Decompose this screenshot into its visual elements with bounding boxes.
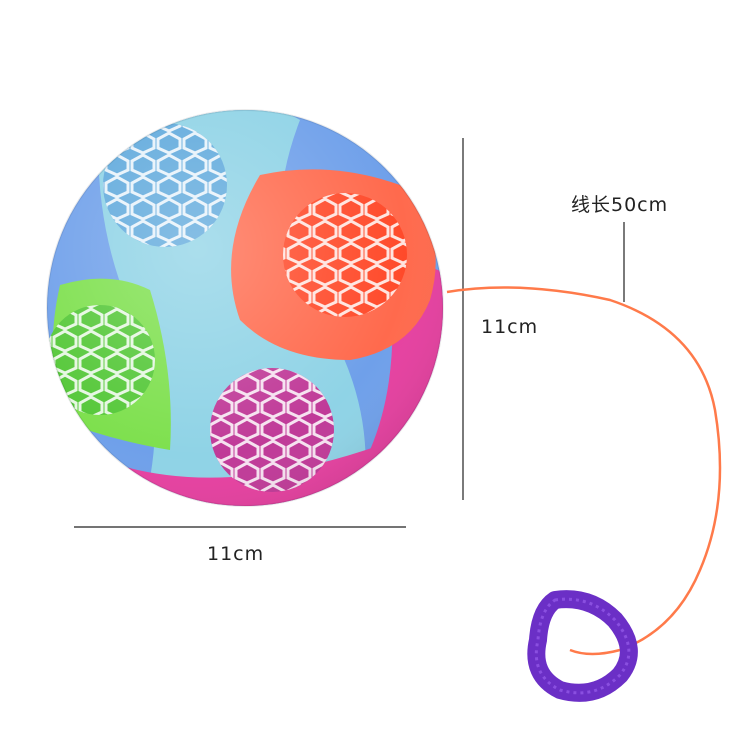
- height-label: 11cm: [481, 316, 539, 338]
- ball-icon: [46, 109, 444, 507]
- width-label: 11cm: [207, 543, 265, 565]
- hair-tie-loop-icon: [527, 590, 638, 702]
- string-length-label: 线长50cm: [571, 194, 669, 216]
